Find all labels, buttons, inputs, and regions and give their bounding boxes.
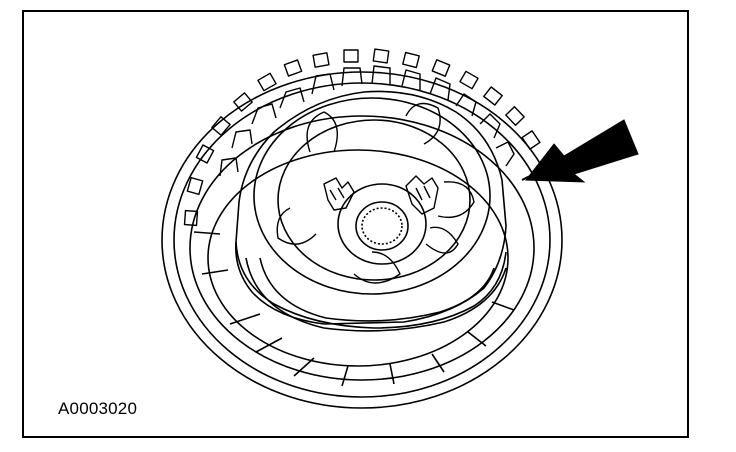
right-sprag [405,175,439,215]
outer-ring-lugs [183,48,541,227]
splined-bore-inner [361,207,403,245]
figure-id-label: A0003020 [58,399,138,418]
drum-lower-step [207,149,509,367]
inner-bowl-step [277,119,471,281]
bowl-pockets [276,102,475,284]
hub-spline-teeth [219,65,515,177]
transmission-component-illustration [161,48,639,409]
drum-face [189,115,535,381]
outer-drum-rim [161,71,563,409]
illustration-frame: A0003020 [22,10,689,438]
clutch-hub-outer [235,90,507,325]
center-hub [337,183,427,265]
drum-slots [193,231,515,387]
support-ring [245,257,507,332]
clutch-hub-lower-lip [235,241,507,329]
support-ring-inner [259,257,495,322]
outer-drum-inner-rim [173,82,551,398]
splined-bore-outer [355,201,409,251]
inner-bowl-rim [253,97,491,295]
left-sprag [323,177,355,211]
callout-arrow [521,119,639,183]
